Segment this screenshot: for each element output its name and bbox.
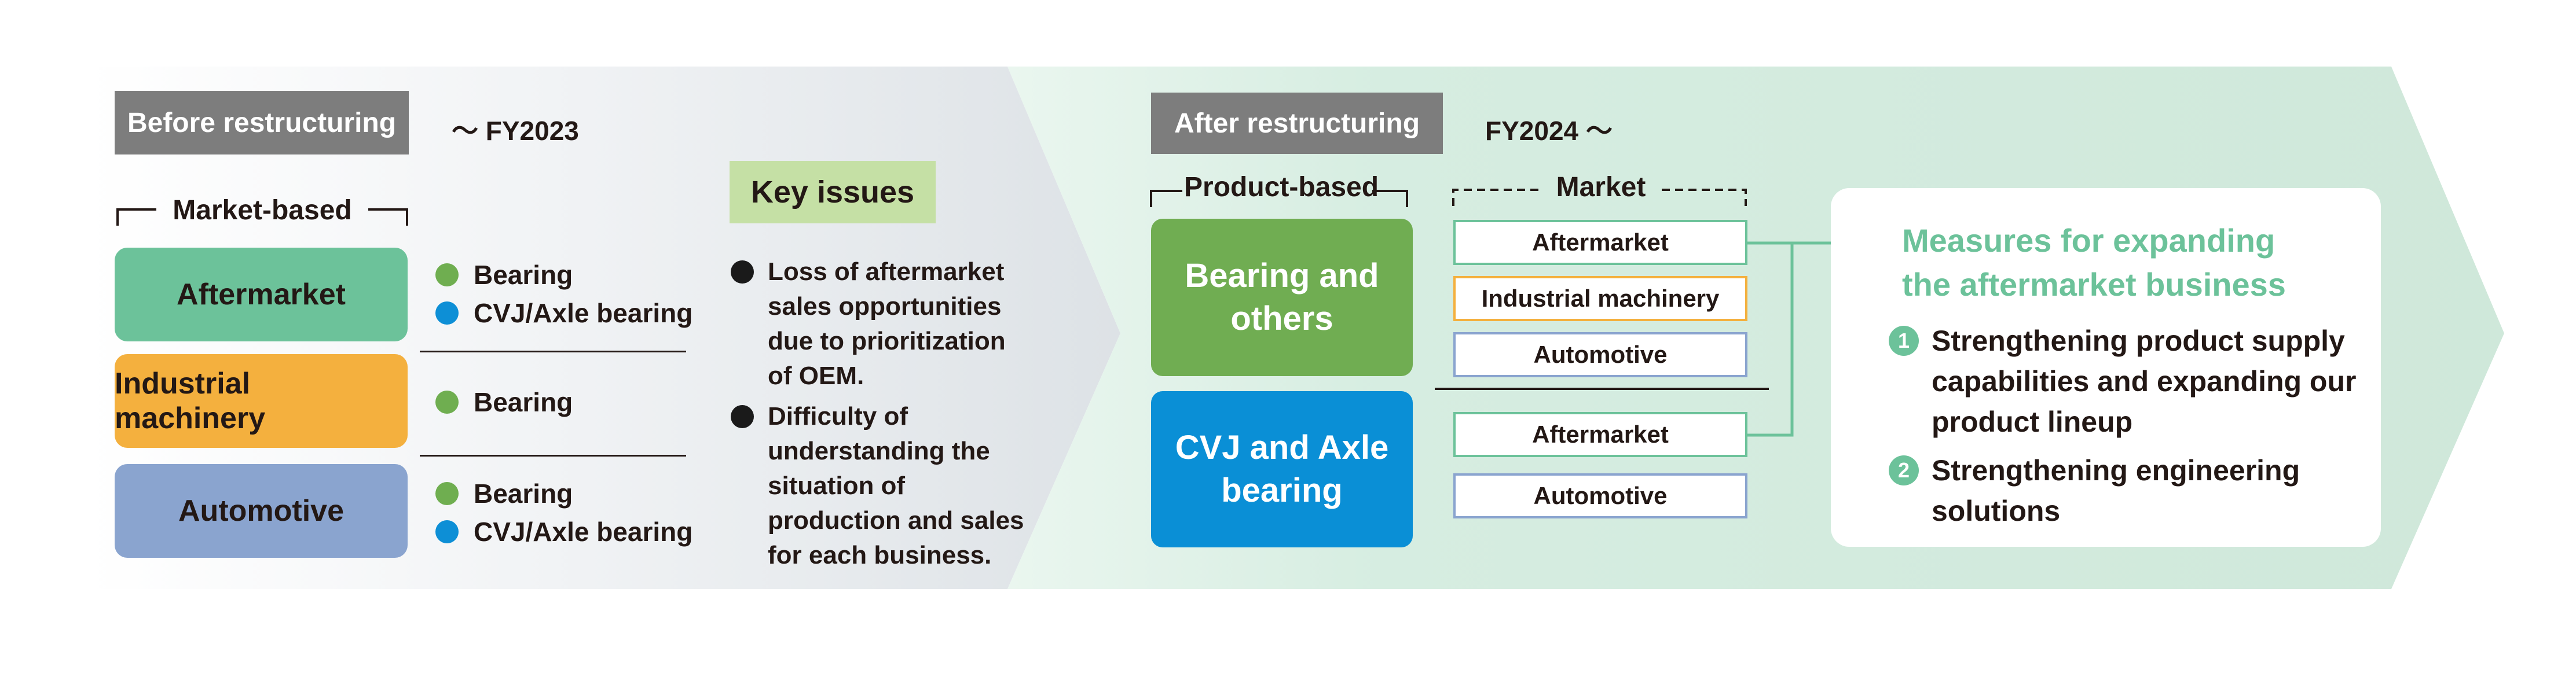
bearing-dot-icon — [435, 263, 459, 286]
measure-item: 2 Strengthening engineering solutions — [1889, 450, 2300, 531]
number-2-icon: 2 — [1889, 455, 1919, 485]
after-restructuring-tag: After restructuring — [1151, 93, 1443, 154]
measures-title: Measures for expanding the aftermarket b… — [1902, 222, 2286, 303]
list-item: CVJ/Axle bearing — [435, 297, 692, 329]
key-issue-item: Loss of aftermarket sales opportunities … — [731, 255, 1006, 393]
divider — [420, 351, 686, 352]
list-item: Bearing — [435, 478, 573, 509]
product-based-label: Product-based — [1184, 172, 1379, 203]
key-issue-item: Difficulty of understanding the situatio… — [731, 399, 1024, 573]
after-period-label: FY2024 ～ — [1485, 116, 1613, 146]
market-box-industrial-machinery: Industrial machinery — [115, 354, 408, 448]
bullet-icon — [731, 405, 754, 428]
product-label: Bearing — [474, 260, 573, 290]
market-box-aftermarket: Aftermarket — [1453, 220, 1747, 265]
list-item: Bearing — [435, 259, 573, 290]
key-issues-title: Key issues — [730, 161, 936, 223]
market-box-automotive: Automotive — [1453, 332, 1747, 377]
bearing-dot-icon — [435, 391, 459, 414]
measures-panel — [1831, 188, 2381, 547]
before-restructuring-tag: Before restructuring — [115, 91, 409, 154]
market-box-industrial-machinery: Industrial machinery — [1453, 276, 1747, 321]
list-item: Bearing — [435, 387, 573, 418]
product-label: Bearing — [474, 387, 573, 417]
product-label: CVJ/Axle bearing — [474, 298, 693, 328]
market-box-automotive: Automotive — [115, 464, 408, 558]
market-based-label: Market-based — [173, 195, 352, 226]
before-period-label: ～ FY2023 — [452, 116, 579, 146]
market-box-automotive: Automotive — [1453, 473, 1747, 518]
cvj-dot-icon — [435, 520, 459, 543]
product-box-bearing-and-others: Bearing and others — [1151, 219, 1413, 376]
product-label: CVJ/Axle bearing — [474, 517, 693, 547]
market-box-aftermarket: Aftermarket — [1453, 412, 1747, 457]
bullet-icon — [731, 260, 754, 284]
number-1-icon: 1 — [1889, 326, 1919, 356]
cvj-dot-icon — [435, 301, 459, 325]
bearing-dot-icon — [435, 482, 459, 505]
market-label: Market — [1556, 172, 1646, 203]
product-label: Bearing — [474, 479, 573, 509]
market-box-aftermarket: Aftermarket — [115, 248, 408, 341]
divider — [420, 455, 686, 457]
list-item: CVJ/Axle bearing — [435, 516, 692, 547]
measure-item: 1 Strengthening product supply capabilit… — [1889, 321, 2356, 442]
product-box-cvj-and-axle-bearing: CVJ and Axle bearing — [1151, 391, 1413, 547]
